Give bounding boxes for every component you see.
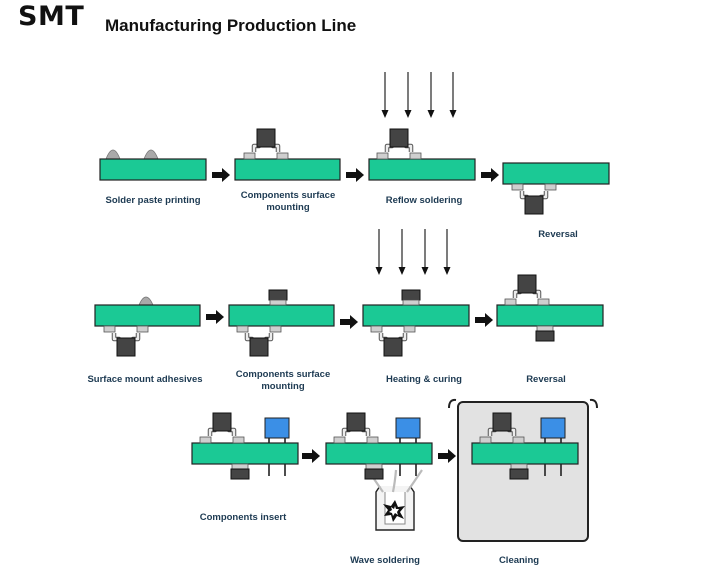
flow-arrow [346,168,364,182]
label-components-surface-mounting-1a: Components surface [241,190,336,201]
step-components-surface-mounting-1: Components surface mounting [234,129,341,213]
step-components-insert: Components insert [191,413,299,523]
label-surface-mount-adhesives: Surface mount adhesives [87,374,202,385]
page-title: Manufacturing Production Line [105,16,357,35]
label-reflow-soldering: Reflow soldering [386,195,463,206]
label-reversal-2: Reversal [526,374,566,385]
label-wave-soldering: Wave soldering [350,555,420,566]
brand-logo: SMT [18,1,85,32]
flow-arrow [206,310,224,324]
flow-arrow [340,315,358,329]
step-reversal-2: Reversal [496,275,604,385]
step-surface-mount-adhesives: Surface mount adhesives [87,296,203,385]
label-components-surface-mounting-1b: mounting [266,202,309,213]
step-cleaning: Cleaning [448,398,598,566]
label-components-surface-mounting-2a: Components surface [236,369,331,380]
step-heating-curing: Heating & curing [362,228,470,385]
label-heating-curing: Heating & curing [386,374,462,385]
flow-arrow [302,449,320,463]
step-reversal-1: Reversal [502,162,610,240]
step-components-surface-mounting-2: Components surface mounting [228,289,335,392]
label-components-insert: Components insert [200,512,287,523]
step-wave-soldering: Wave soldering [325,413,433,566]
label-reversal-1: Reversal [538,229,578,240]
flow-arrow [212,168,230,182]
flow-arrow [475,313,493,327]
step-solder-paste-printing: Solder paste printing [99,149,207,206]
flow-arrow [438,449,456,463]
label-cleaning: Cleaning [499,555,539,566]
label-solder-paste-printing: Solder paste printing [105,195,200,206]
label-components-surface-mounting-2b: mounting [261,381,304,392]
flow-arrow [481,168,499,182]
step-reflow-soldering: Reflow soldering [368,71,476,206]
